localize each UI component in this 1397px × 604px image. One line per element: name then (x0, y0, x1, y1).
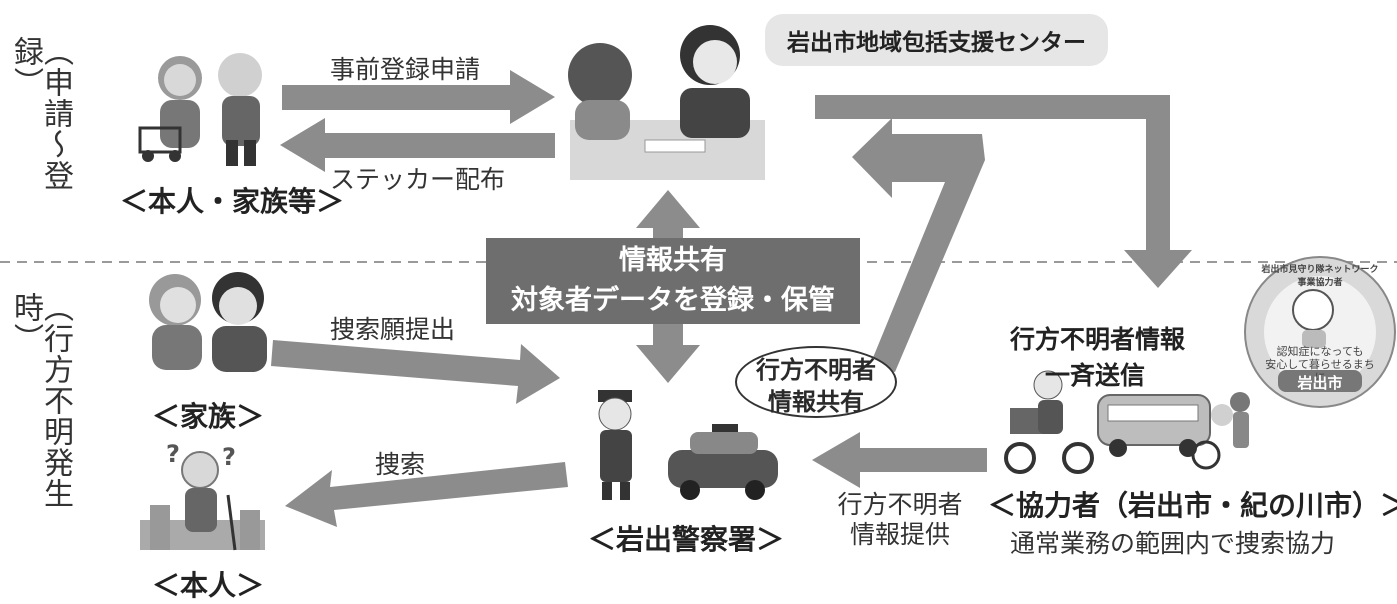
badge-slogan-line2: 安心して暮らせるまちに (1265, 358, 1375, 384)
badge-slogan: 認知症になっても 安心して暮らせるまちに (1264, 345, 1376, 384)
label-search-request: 捜索願提出 (330, 315, 456, 344)
badge-ring-text: 岩出市見守り隊ネットワーク事業協力者 (1261, 265, 1379, 288)
cooperators-note: 通常業務の範囲内で捜索協力 (1010, 529, 1336, 558)
label-sticker: ステッカー配布 (330, 165, 506, 194)
info-box-line2: 対象者データを登録・保管 (511, 285, 835, 316)
svg-text:?: ? (166, 440, 180, 468)
arrow-search-request (271, 340, 560, 404)
arrow-police-share (852, 118, 985, 372)
elderly-couple-illustration (138, 53, 262, 166)
actor-police: ＜岩出警察署＞ (588, 523, 785, 556)
label-info-provide-line2: 情報提供 (849, 520, 950, 549)
actor-person: ＜本人＞ (152, 569, 265, 602)
consultation-illustration (568, 25, 765, 180)
police-illustration (598, 390, 778, 500)
label-info-provide: 行方不明者 情報提供 (830, 490, 970, 550)
label-search: 捜索 (375, 450, 426, 479)
svg-text:?: ? (222, 443, 236, 471)
badge-slogan-line1: 認知症になっても (1276, 345, 1364, 358)
center-name-badge: 岩出市地域包括支援センター (765, 14, 1108, 66)
arrow-broadcast (815, 95, 1192, 288)
arrow-info-provide (812, 432, 987, 488)
info-share-box: 情報共有 対象者データを登録・保管 (486, 238, 860, 324)
lost-person-illustration: ? ? (140, 440, 265, 551)
label-broadcast-line2: 一斉送信 (1044, 361, 1145, 390)
label-pre-registration: 事前登録申請 (330, 55, 481, 84)
arrow-pre-registration (282, 70, 555, 124)
network-badge (1244, 256, 1396, 408)
info-box-line1: 情報共有 (619, 245, 727, 276)
badge-city: 岩出市 (1297, 374, 1343, 392)
label-broadcast-line1: 行方不明者情報 (1010, 325, 1186, 354)
info-share-oval-line2: 情報共有 (768, 388, 864, 416)
arrow-search (285, 462, 568, 527)
phase-label-missing: （行方不明発生時） (8, 292, 73, 509)
cooperators-illustration (1004, 370, 1250, 474)
phase-label-registration: （申請～登録） (8, 36, 73, 191)
actor-cooperators: ＜協力者（岩出市・紀の川市）＞ (988, 489, 1397, 522)
actor-family: ＜家族＞ (152, 400, 265, 433)
arrow-sticker (280, 118, 555, 172)
label-broadcast: 行方不明者情報 一斉送信 (1010, 322, 1186, 394)
label-info-provide-line1: 行方不明者 (837, 490, 963, 519)
info-share-oval: 行方不明者 情報共有 (735, 346, 897, 418)
family-illustration (149, 272, 267, 372)
actor-person-family: ＜本人・家族等＞ (120, 185, 345, 218)
info-share-oval-line1: 行方不明者 (756, 356, 876, 384)
